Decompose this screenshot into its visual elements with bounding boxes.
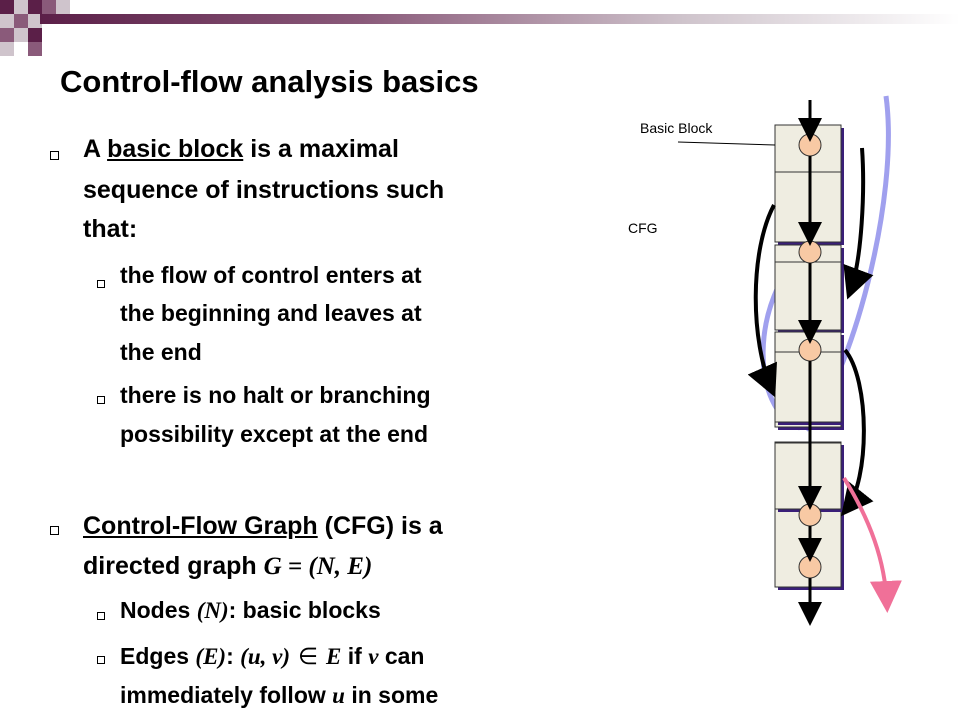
branch-edge xyxy=(843,147,874,300)
bullet-basic-block-line2: sequence of instructions such xyxy=(83,176,445,204)
instruction-node xyxy=(798,338,822,362)
instruction-node xyxy=(798,503,822,527)
term-control-flow-graph: Control-Flow Graph xyxy=(83,512,318,540)
element-of-symbol: ∈ xyxy=(297,644,319,669)
cfg-diagram: Basic Block CFG xyxy=(600,80,960,720)
label-pointer xyxy=(677,141,776,146)
label-basic-block: Basic Block xyxy=(640,120,713,136)
sub-bullet-flow-line1: the flow of control enters at xyxy=(120,262,422,288)
bullet-marker xyxy=(50,526,59,535)
bullet-cfg-line1: Control-Flow Graph (CFG) is a xyxy=(83,512,443,540)
bullet-cfg-line2: directed graph G = (N, E) xyxy=(83,552,373,580)
sub-bullet-edges-line2: immediately follow u in some xyxy=(120,682,439,708)
instruction-node xyxy=(798,133,822,157)
label-cfg: CFG xyxy=(628,220,658,236)
branch-edge xyxy=(747,204,777,398)
cfg-diagram-svg xyxy=(677,95,902,626)
sub-bullet-flow-line2: the beginning and leaves at xyxy=(120,300,422,326)
sub-bullet-marker xyxy=(97,656,105,664)
basic-block xyxy=(774,261,844,333)
sub-bullet-flow-line3: the end xyxy=(120,339,202,365)
instruction-node xyxy=(798,555,822,579)
bullet-marker xyxy=(50,151,59,160)
sub-bullet-edges-line1: Edges (E): (u, v)∈E if v can xyxy=(120,643,425,669)
header-bar xyxy=(40,14,960,24)
term-basic-block: basic block xyxy=(107,135,244,163)
sub-bullet-halt-line1: there is no halt or branching xyxy=(120,382,431,408)
bullet-basic-block-line1: A basic block is a maximal xyxy=(83,135,399,163)
sub-bullet-marker xyxy=(97,396,105,404)
exit-edge xyxy=(842,476,902,613)
sub-bullet-marker xyxy=(97,612,105,620)
bullet-basic-block-line3: that: xyxy=(83,215,138,243)
slide-title: Control-flow analysis basics xyxy=(60,64,479,99)
sub-bullet-marker xyxy=(97,280,105,288)
sub-bullet-halt-line2: possibility except at the end xyxy=(120,421,429,447)
instruction-node xyxy=(798,240,822,264)
corner-decoration xyxy=(0,0,80,60)
sub-bullet-nodes: Nodes (N): basic blocks xyxy=(120,597,381,623)
graph-definition: G = (N, E) xyxy=(263,553,373,580)
